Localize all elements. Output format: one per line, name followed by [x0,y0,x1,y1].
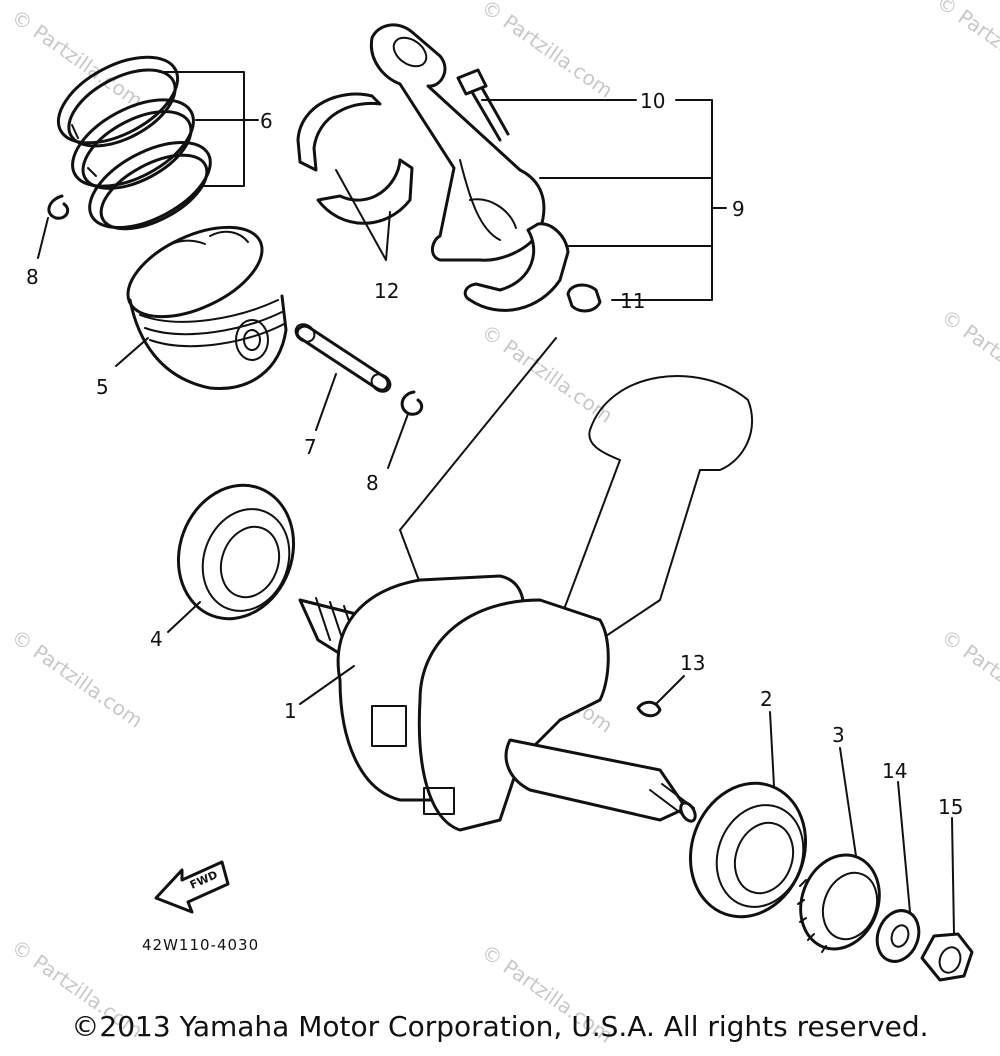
part-piston-rings [56,55,212,231]
watermark-6: © Partzilla.com [7,624,147,732]
watermark-8: © Partzilla.com [937,624,1000,732]
part-woodruff-key [636,700,662,718]
callout-7: 7 [304,435,317,459]
watermark-2: © Partzilla.com [477,0,617,103]
callout-13: 13 [680,651,705,675]
callout-14: 14 [882,759,907,783]
callout-8-left: 8 [26,265,39,289]
callout-8-right: 8 [366,471,379,495]
callout-9: 9 [732,197,745,221]
part-rod-cap [463,222,570,312]
part-crankshaft [298,337,753,832]
diagram-code: 42W110-4030 [142,936,259,954]
callout-5: 5 [96,375,109,399]
callout-10: 10 [640,89,665,113]
part-plain-bearings [296,92,414,225]
callout-6: 6 [260,109,273,133]
fwd-arrow-icon: FWD [154,860,230,914]
part-rod-nut [566,283,602,313]
callout-labels: 1 2 3 4 5 6 7 8 8 9 10 11 12 13 14 15 [26,89,963,819]
watermark-1: © Partzilla.com [7,4,147,112]
part-connecting-rod [369,23,546,262]
callout-4: 4 [150,627,163,651]
callout-3: 3 [832,723,845,747]
part-washer [875,909,921,963]
part-bearing-right [688,781,808,919]
watermark-3: © Partzilla.com [932,0,1000,98]
leader-lines [37,71,955,935]
part-nut [920,932,974,982]
watermark-5: © Partzilla.com [937,304,1000,412]
callout-2: 2 [760,687,773,711]
part-piston-pin [294,323,392,393]
part-primary-gear [797,853,881,953]
watermark-4: © Partzilla.com [477,319,617,427]
callout-12: 12 [374,279,399,303]
callout-11: 11 [620,289,645,313]
callout-15: 15 [938,795,963,819]
part-piston [126,225,288,390]
part-rod-bolt [456,68,510,142]
part-piston-pin-clip-left [47,194,70,220]
copyright-notice: ©2013 Yamaha Motor Corporation, U.S.A. A… [71,1010,929,1043]
callout-1: 1 [284,699,297,723]
part-piston-pin-clip-right [400,390,424,416]
part-bearing-left [176,483,296,621]
